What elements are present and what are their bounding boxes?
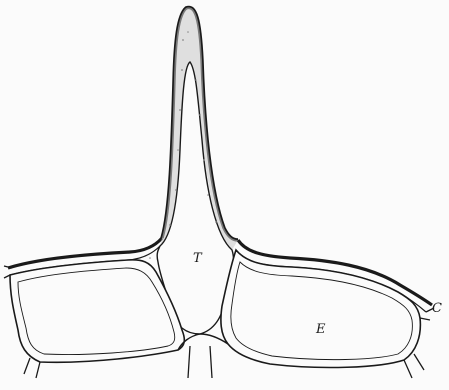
label-trichome: T (193, 251, 203, 266)
epidermal-cell-left (10, 260, 184, 362)
epidermal-cell-right (221, 250, 420, 367)
label-cuticle: C (432, 301, 442, 316)
wall-stub-center-bottom (188, 346, 212, 378)
label-epidermal-cell: E (315, 322, 326, 337)
basal-cell (178, 334, 228, 350)
